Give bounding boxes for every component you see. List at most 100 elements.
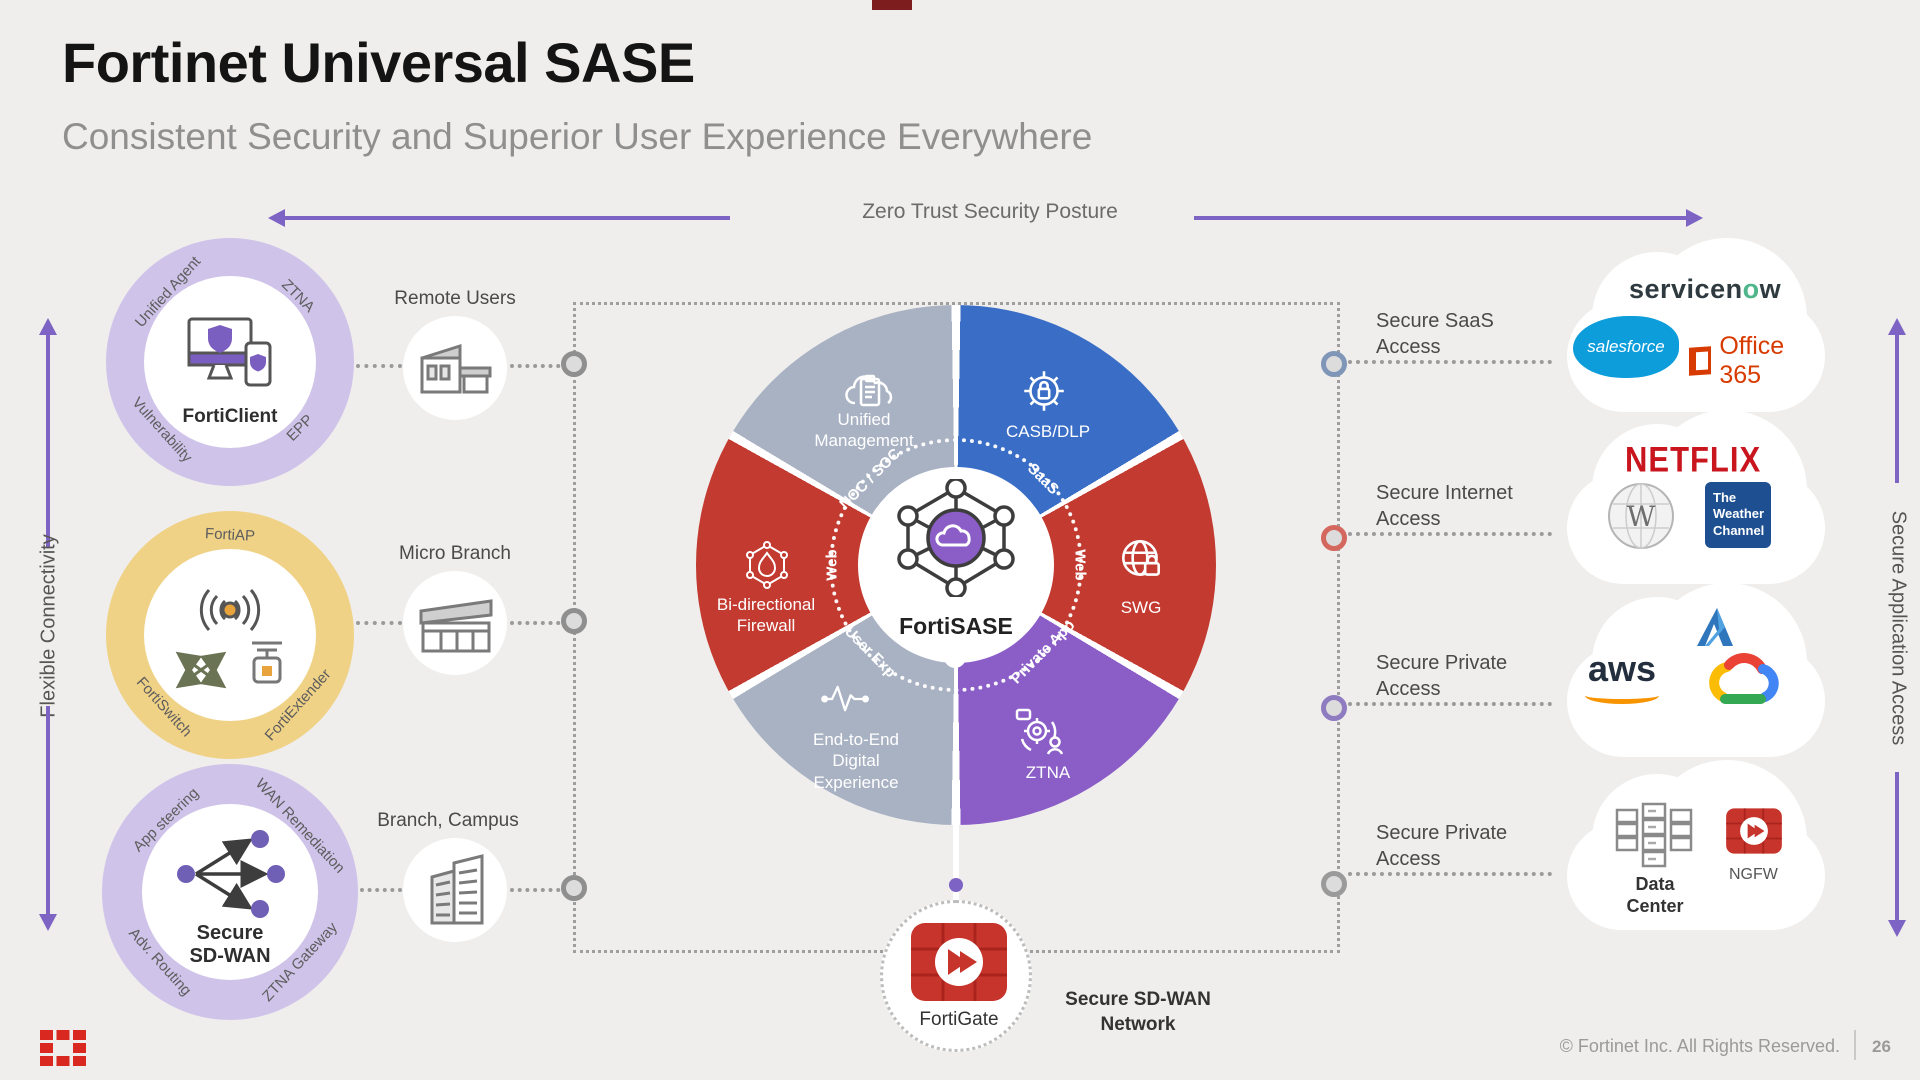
connector-node xyxy=(561,608,587,634)
footer-divider xyxy=(1854,1030,1856,1060)
connector xyxy=(356,364,402,368)
private-cloud: aws xyxy=(1567,583,1825,757)
gear-lock-icon xyxy=(1024,371,1064,411)
segment-label: End-to-End Digital Experience xyxy=(813,730,899,792)
netflix-logo: NETFLIX xyxy=(1625,439,1762,480)
switch-icon xyxy=(175,651,227,689)
connector-node xyxy=(561,875,587,901)
arrow-left-icon xyxy=(268,209,285,227)
access-label: Secure Private Access xyxy=(1376,822,1508,870)
servicenow-logo: servicenow xyxy=(1629,274,1782,304)
site-label: Branch, Campus xyxy=(377,810,519,831)
link-dot xyxy=(949,878,963,892)
connector xyxy=(1348,532,1552,536)
storefront-icon xyxy=(419,599,493,653)
segment-label: CASB/DLP xyxy=(1005,422,1091,441)
aws-swoosh-icon xyxy=(1585,687,1659,705)
connector xyxy=(360,888,402,892)
site-label: Remote Users xyxy=(394,288,516,309)
connector xyxy=(1348,702,1552,706)
google-cloud-logo-icon xyxy=(1709,653,1779,704)
page-subtitle: Consistent Security and Superior User Ex… xyxy=(62,116,1093,157)
flexible-connectivity-line-bottom xyxy=(46,706,50,916)
connector xyxy=(1348,872,1552,876)
junction-dot xyxy=(944,646,966,668)
saas-cloud: servicenow salesforce Office 365 xyxy=(1567,238,1825,412)
secure-app-access-line-bottom xyxy=(1895,772,1899,922)
connector xyxy=(510,621,568,625)
wheel-gateway-link xyxy=(953,823,959,907)
wifi-icon xyxy=(199,589,261,631)
access-label: Secure Private Access xyxy=(1376,652,1508,700)
fortisase-label: FortiSASE xyxy=(899,613,1013,639)
page-number: 26 xyxy=(1872,1037,1891,1056)
salesforce-logo: salesforce xyxy=(1573,316,1679,378)
wikipedia-globe-icon: W xyxy=(1608,483,1674,549)
firewall-flame-icon xyxy=(746,541,788,589)
sase-network-icon xyxy=(897,479,1015,597)
connector-node xyxy=(1321,871,1347,897)
segment-label: ZTNA xyxy=(1025,763,1071,782)
segment-label: Unified Management xyxy=(814,410,914,451)
connector-node xyxy=(561,351,587,377)
site-label: Micro Branch xyxy=(399,543,511,564)
fortigate-label: FortiGate xyxy=(919,1009,999,1030)
branch-campus-circle xyxy=(403,838,507,942)
connector xyxy=(1348,360,1552,364)
user-gear-icon xyxy=(1015,708,1064,755)
access-label: Secure Internet Access xyxy=(1376,482,1513,530)
connector-node xyxy=(1321,525,1347,551)
zero-trust-arrow-left-line xyxy=(284,216,730,220)
office-icon xyxy=(1689,346,1712,376)
fortigate-icon xyxy=(911,923,1007,1001)
segment-label: Bi-directional Firewall xyxy=(716,595,816,636)
connector xyxy=(510,364,568,368)
extender-icon xyxy=(252,641,282,684)
forticlient-ring: Unified Agent ZTNA Vulnerability EPP For… xyxy=(106,238,354,486)
arrow-up-icon xyxy=(39,318,57,335)
internet-cloud: NETFLIX W The Weather Channel xyxy=(1567,410,1825,584)
cloud-clipboard-icon xyxy=(845,374,893,407)
sdwan-network-caption: Secure SD-WAN Network xyxy=(1065,989,1211,1035)
forticlient-label: FortiClient xyxy=(182,406,278,427)
micro-branch-circle xyxy=(403,571,507,675)
data-center-icon xyxy=(1615,802,1693,868)
copyright-text: © Fortinet Inc. All Rights Reserved. xyxy=(1559,1036,1840,1056)
datacenter-cloud: Data Center NGFW xyxy=(1567,760,1825,930)
sdwan-label: Secure SD-WAN xyxy=(189,922,271,967)
page-title: Fortinet Universal SASE xyxy=(62,31,695,94)
segment-label: SWG xyxy=(1120,598,1162,617)
ring-label: FortiAP xyxy=(204,525,256,545)
globe-lock-icon xyxy=(1122,540,1160,576)
sd-wan-branch-icon xyxy=(177,830,285,918)
fortinet-logo-icon xyxy=(40,1030,86,1066)
fortisase-hub: FortiSASE xyxy=(858,467,1054,663)
data-center-label: Data Center xyxy=(1626,874,1684,916)
endpoint-devices-icon xyxy=(187,317,272,387)
ring-label: Web xyxy=(1071,549,1089,581)
flexible-connectivity-line-top xyxy=(46,333,50,547)
connector-node xyxy=(1321,695,1347,721)
ring-label: Web xyxy=(823,549,841,581)
azure-logo-icon xyxy=(1697,608,1733,646)
office-building-icon xyxy=(430,854,484,925)
video-marker xyxy=(872,0,912,10)
sdwan-ring: App steering WAN Remediation Adv. Routin… xyxy=(102,764,358,1020)
pulse-icon xyxy=(821,685,869,712)
arrow-down-icon xyxy=(1888,920,1906,937)
arrow-up-icon xyxy=(1888,318,1906,335)
access-label: Secure SaaS Access xyxy=(1376,310,1494,358)
connector xyxy=(510,888,568,892)
arrow-right-icon xyxy=(1686,209,1703,227)
weather-channel-logo: The Weather Channel xyxy=(1705,482,1771,548)
zero-trust-label: Zero Trust Security Posture xyxy=(862,200,1118,223)
ngfw-label: NGFW xyxy=(1729,866,1778,883)
connector xyxy=(356,621,402,625)
connector-node xyxy=(1321,351,1347,377)
fortisase-wheel: Unified Management CASB/DLP SWG Bi-direc… xyxy=(696,305,1216,825)
lan-edge-inner xyxy=(144,549,316,721)
fortigate-circle: FortiGate xyxy=(880,900,1032,1052)
zero-trust-arrow-right-line xyxy=(1194,216,1686,220)
wheel-dotted-ring xyxy=(829,438,1083,692)
